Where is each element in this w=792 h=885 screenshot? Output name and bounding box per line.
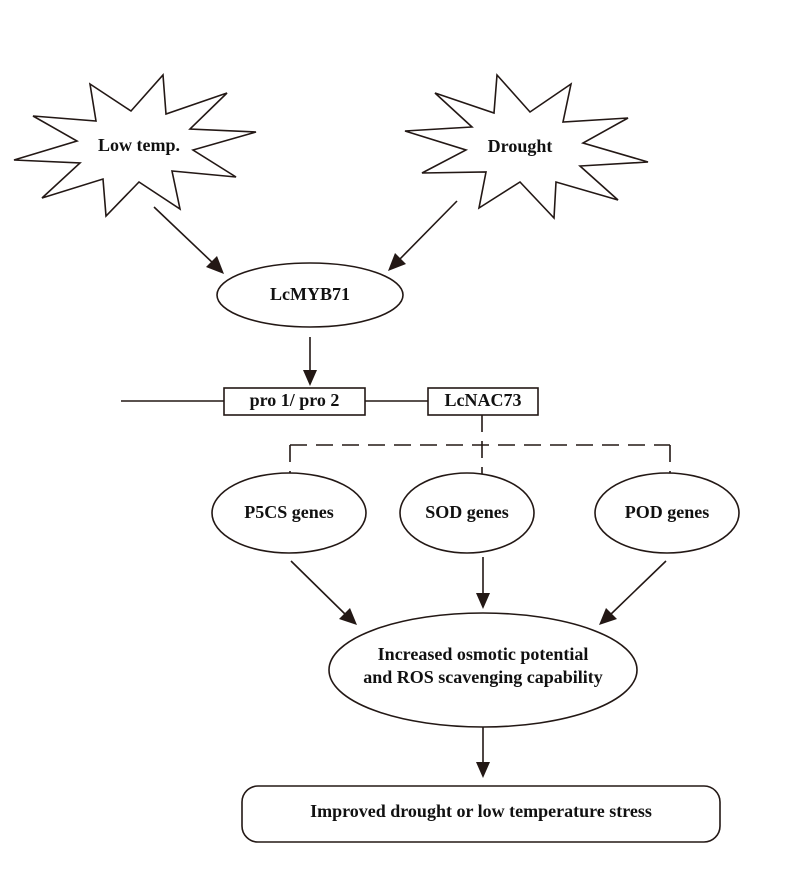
arrow-p5cs-to-effect bbox=[290, 560, 357, 625]
label-sod: SOD genes bbox=[425, 502, 509, 522]
ellipse-p5cs bbox=[211, 472, 367, 554]
ellipse-lcmyb71 bbox=[216, 262, 404, 328]
starburst-low-temp-shape bbox=[13, 73, 257, 218]
ellipse-pod bbox=[594, 472, 740, 554]
node-pod-genes: POD genes bbox=[594, 472, 740, 554]
label-lcmyb71: LcMYB71 bbox=[270, 284, 350, 304]
box-lcnac73 bbox=[427, 387, 539, 416]
label-outcome: Improved drought or low temperature stre… bbox=[310, 801, 652, 821]
arrow-lcmyb71-to-promoter bbox=[303, 337, 317, 386]
label-low-temp: Low temp. bbox=[98, 135, 180, 155]
box-outcome bbox=[241, 785, 721, 843]
label-effect-line2: and ROS scavenging capability bbox=[363, 667, 603, 687]
node-promoter: pro 1/ pro 2 bbox=[223, 387, 366, 416]
arrow-effect-to-outcome bbox=[476, 727, 490, 778]
starburst-drought-shape bbox=[404, 73, 649, 220]
node-lcmyb71: LcMYB71 bbox=[216, 262, 404, 328]
arrow-sod-to-effect bbox=[476, 557, 490, 609]
node-sod-genes: SOD genes bbox=[399, 472, 535, 554]
arrow-drought-to-lcmyb71 bbox=[388, 200, 458, 271]
ellipse-sod bbox=[399, 472, 535, 554]
node-lcnac73: LcNAC73 bbox=[427, 387, 539, 416]
arrow-low-temp-to-lcmyb71 bbox=[153, 206, 224, 274]
label-p5cs: P5CS genes bbox=[244, 502, 334, 522]
node-outcome: Improved drought or low temperature stre… bbox=[241, 785, 721, 843]
label-promoter: pro 1/ pro 2 bbox=[250, 390, 340, 410]
node-low-temp: Low temp. bbox=[13, 73, 257, 218]
node-drought: Drought bbox=[404, 73, 649, 220]
label-effect-line1: Increased osmotic potential bbox=[378, 644, 589, 664]
label-pod: POD genes bbox=[625, 502, 710, 522]
node-effect: Increased osmotic potential and ROS scav… bbox=[328, 612, 638, 728]
node-p5cs-genes: P5CS genes bbox=[211, 472, 367, 554]
label-drought: Drought bbox=[488, 136, 553, 156]
dashed-branches bbox=[289, 415, 671, 475]
arrow-pod-to-effect bbox=[599, 560, 667, 625]
label-lcnac73: LcNAC73 bbox=[445, 390, 522, 410]
